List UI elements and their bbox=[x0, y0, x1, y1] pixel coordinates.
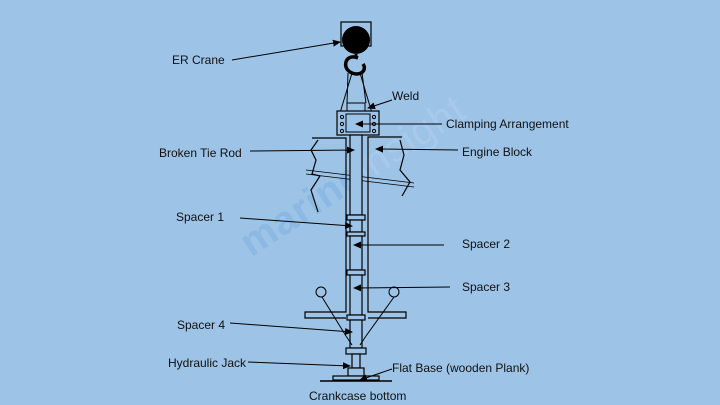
label-clamping-arrangement: Clamping Arrangement bbox=[446, 117, 569, 131]
crane-pulley bbox=[342, 26, 370, 54]
arrow-hydraulic-jack bbox=[247, 361, 351, 370]
arrow-flat-base bbox=[359, 368, 393, 382]
hydraulic-jack bbox=[351, 353, 361, 369]
crane-hook bbox=[340, 21, 372, 76]
spacer-1 bbox=[346, 214, 366, 221]
label-weld: Weld bbox=[392, 89, 420, 103]
arrow-spacer-1 bbox=[239, 217, 353, 229]
broken-tie-rod bbox=[349, 134, 363, 216]
hook-curve bbox=[344, 55, 367, 76]
jack-head bbox=[345, 347, 367, 355]
label-er-crane: ER Crane bbox=[172, 53, 225, 67]
label-hydraulic-jack: Hydraulic Jack bbox=[168, 356, 247, 370]
arrow-engine-block bbox=[375, 145, 459, 153]
tie-rod-column bbox=[320, 134, 392, 382]
broken-edge-right bbox=[399, 139, 411, 197]
spacer-3 bbox=[349, 274, 363, 316]
label-broken-tie-rod: Broken Tie Rod bbox=[159, 146, 242, 160]
arrow-spacer-3 bbox=[353, 284, 451, 292]
label-engine-block: Engine Block bbox=[462, 145, 533, 159]
spacer-2 bbox=[349, 235, 363, 271]
label-spacer-4: Spacer 4 bbox=[177, 318, 226, 332]
arrow-broken-tie-rod bbox=[249, 146, 355, 154]
engine-block bbox=[304, 136, 415, 319]
leader-lines bbox=[229, 39, 459, 382]
jack-body bbox=[347, 367, 365, 377]
label-spacer-2: Spacer 2 bbox=[462, 237, 511, 251]
label-crankcase-bottom: Crankcase bottom bbox=[309, 389, 407, 403]
arrow-er-crane bbox=[231, 39, 341, 61]
label-flat-base: Flat Base (wooden Plank) bbox=[392, 361, 530, 375]
weld-block bbox=[346, 102, 366, 112]
label-spacer-3: Spacer 3 bbox=[462, 280, 511, 294]
wooden-plank bbox=[332, 375, 380, 381]
side-supports bbox=[315, 286, 400, 346]
clamp-assembly bbox=[336, 102, 380, 136]
arrow-weld bbox=[367, 99, 393, 110]
label-spacer-1: Spacer 1 bbox=[176, 210, 225, 224]
arrow-spacer-4 bbox=[229, 322, 353, 335]
